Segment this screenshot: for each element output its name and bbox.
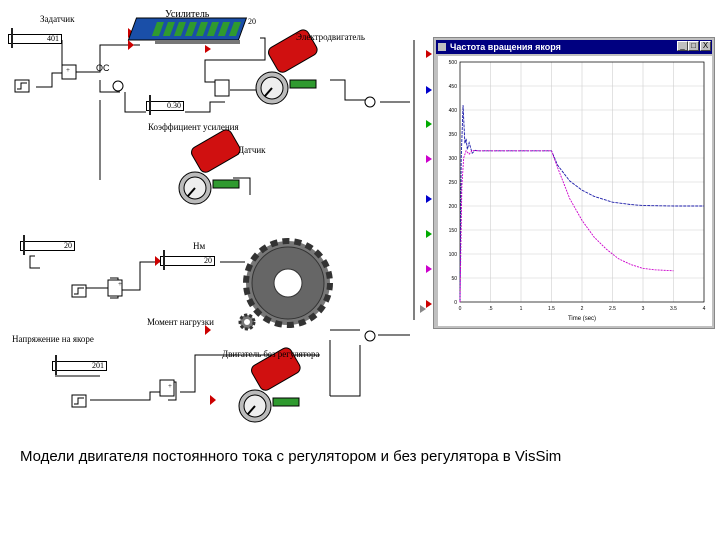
y-tick-label: 150 (449, 228, 458, 234)
nm-slider[interactable]: 20 (160, 250, 215, 270)
setter-label: Задатчик (40, 14, 75, 24)
x-axis-label: Time (sec) (568, 316, 596, 322)
series-line-1 (459, 105, 704, 303)
load-slider[interactable]: 20 (20, 235, 75, 255)
motor-label: Электродвигатель (296, 32, 365, 42)
load-moment-label: Момент нагрузки (147, 317, 214, 327)
y-tick-label: 450 (449, 84, 458, 90)
motor-no-reg-label: Двигатель без регулятора (222, 349, 320, 359)
x-tick-label: 3 (642, 306, 645, 312)
y-tick-label: 350 (449, 132, 458, 138)
oc-label: ОС (96, 63, 110, 73)
plot-frame (459, 61, 705, 303)
y-tick-label: 300 (449, 156, 458, 162)
amplifier-gain: 20 (248, 17, 256, 26)
armature-voltage-slider[interactable]: 201 (52, 355, 107, 375)
gain-slider[interactable]: 0.30 (146, 95, 184, 115)
y-tick-label: 200 (449, 204, 458, 210)
line-chart: 0 50 100 150 200 250 300 350 400 450 500 0 .5 1 1.5 2 2.… (449, 60, 706, 322)
sum-sign-bottom: + (168, 382, 172, 390)
sum-sign-mid: + (118, 280, 122, 288)
plot-titlebar[interactable]: Частота вращения якоря (436, 40, 712, 54)
gain-label: Коэффициент усиления (148, 122, 239, 132)
x-tick-label: 3.5 (670, 306, 677, 312)
x-tick-label: 1 (520, 306, 523, 312)
close-button[interactable]: X (700, 41, 711, 51)
x-tick-label: 0 (459, 306, 462, 312)
y-tick-label: 400 (449, 108, 458, 114)
x-tick-label: 1.5 (548, 306, 555, 312)
sum-sign-top: + (66, 66, 70, 74)
sensor-label: Датчик (238, 145, 266, 155)
x-tick-label: 4 (703, 306, 706, 312)
y-tick-label: 500 (449, 60, 458, 66)
plot-area: 0 50 100 150 200 250 300 350 400 450 500 0 .5 1 1.5 2 2.… (438, 56, 712, 326)
x-tick-label: .5 (488, 306, 492, 312)
series-line-2 (459, 149, 674, 303)
y-tick-label: 50 (451, 276, 457, 282)
plot-title: Частота вращения якоря (450, 42, 561, 52)
armature-voltage-label: Напряжение на якоре (12, 334, 94, 344)
x-tick-label: 2 (581, 306, 584, 312)
y-tick-label: 0 (454, 300, 457, 306)
y-tick-label: 100 (449, 252, 458, 258)
nm-label: Нм (193, 241, 206, 251)
window-icon (438, 43, 446, 51)
maximize-button[interactable]: □ (688, 41, 699, 51)
x-tick-label: 2.5 (609, 306, 616, 312)
caption: Модели двигателя постоянного тока с регу… (20, 448, 562, 465)
setter-slider[interactable]: 401 (8, 28, 62, 48)
amplifier-label: Усилитель (165, 9, 210, 20)
minimize-button[interactable]: _ (677, 41, 688, 51)
y-tick-label: 250 (449, 180, 458, 186)
